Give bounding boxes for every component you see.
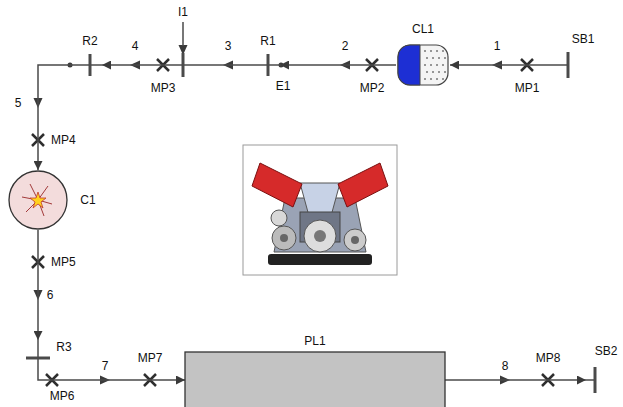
- system-boundary: SB2: [586, 344, 620, 396]
- station-number: 6: [46, 288, 55, 302]
- engine-valley: [300, 183, 340, 216]
- cylinder-head: [252, 163, 302, 207]
- filter-dot: [442, 78, 444, 80]
- compressor-star: [30, 192, 46, 208]
- filter-dot: [430, 50, 432, 52]
- compressor-circle: [9, 171, 67, 229]
- filter-dot: [432, 57, 434, 59]
- measure-point-label: MP3: [150, 81, 177, 95]
- component-label: C1: [80, 193, 95, 207]
- filter-dot: [442, 64, 444, 66]
- filter-dot: [432, 71, 434, 73]
- illustration-frame: [243, 145, 397, 275]
- filter-dot: [442, 50, 444, 52]
- measure-point-label: MP8: [535, 351, 562, 365]
- filter-dot: [436, 64, 438, 66]
- injection-line: [182, 22, 184, 46]
- pipe-connector: [38, 65, 78, 170]
- boundary-bar: [567, 52, 570, 78]
- cooler-blue-half: [398, 45, 420, 85]
- station-number: 4: [131, 39, 140, 53]
- station-number: 5: [14, 96, 23, 110]
- pipe-stub: [37, 340, 39, 366]
- alternator-pulley: [272, 226, 296, 250]
- filter-dot: [438, 57, 440, 59]
- pipe-connector: [102, 64, 256, 66]
- idler-pulley: [271, 210, 287, 226]
- component-label: SB2: [595, 344, 618, 358]
- restriction: R1: [256, 34, 280, 76]
- measure-point-label: MP6: [49, 389, 76, 403]
- filter-dot: [424, 78, 426, 80]
- measure-point-label: MP1: [514, 81, 541, 95]
- injection-label: I1: [177, 5, 189, 19]
- station-number: 1: [493, 39, 502, 53]
- filter-dot: [430, 64, 432, 66]
- engine-base: [268, 254, 372, 265]
- crank-pulley: [304, 220, 336, 252]
- filter-dot: [436, 78, 438, 80]
- component-label: R3: [56, 340, 71, 354]
- component-label: CL1: [412, 22, 434, 36]
- cylinder-head: [338, 163, 388, 207]
- measure-point-label: MP7: [137, 351, 164, 365]
- filter-dot: [438, 71, 440, 73]
- restriction: R3: [22, 340, 78, 366]
- cooler: CL1: [396, 22, 450, 86]
- alternator-hub: [280, 234, 288, 242]
- station-number: 3: [224, 39, 233, 53]
- filter-dot: [426, 71, 428, 73]
- boundary-bar: [594, 367, 597, 393]
- crank-hub: [314, 230, 326, 242]
- pipe-connector: [450, 64, 560, 66]
- system-boundary: SB1: [560, 32, 600, 80]
- station-number: 8: [501, 359, 510, 373]
- pipe-connector: [445, 379, 586, 381]
- restriction-tick: [267, 54, 270, 76]
- pipe-connector: [37, 230, 39, 340]
- cooler-body: [398, 45, 448, 85]
- component-label: R2: [82, 34, 97, 48]
- pump-pulley: [344, 229, 366, 251]
- filter-dot: [426, 57, 428, 59]
- pipe-connector: [38, 366, 185, 380]
- filter-dot: [444, 71, 446, 73]
- filter-dot: [424, 64, 426, 66]
- component-label: SB1: [572, 32, 595, 46]
- pipe-connector: [280, 64, 396, 66]
- plenum-body: [185, 352, 445, 407]
- component-label: R1: [260, 34, 275, 48]
- restriction-tick: [26, 357, 50, 360]
- station-number: 2: [341, 39, 350, 53]
- component-label: PL1: [304, 334, 325, 348]
- measure-point-label: MP5: [50, 255, 77, 269]
- pump-hub: [351, 236, 359, 244]
- measure-point-label: MP4: [50, 133, 77, 147]
- filter-dot: [444, 57, 446, 59]
- filter-dot: [430, 78, 432, 80]
- restriction: R2: [78, 34, 102, 76]
- filter-dot: [424, 50, 426, 52]
- measure-point-label: MP2: [359, 81, 386, 95]
- filter-dot: [436, 50, 438, 52]
- plenum: PL1: [185, 334, 445, 407]
- pipe-symbols: [32, 22, 554, 386]
- sensor-label: E1: [275, 79, 292, 93]
- station-number: 7: [101, 359, 110, 373]
- compressor: C1: [8, 170, 103, 230]
- engine-illustration: [243, 145, 397, 275]
- restriction-tick: [89, 54, 92, 76]
